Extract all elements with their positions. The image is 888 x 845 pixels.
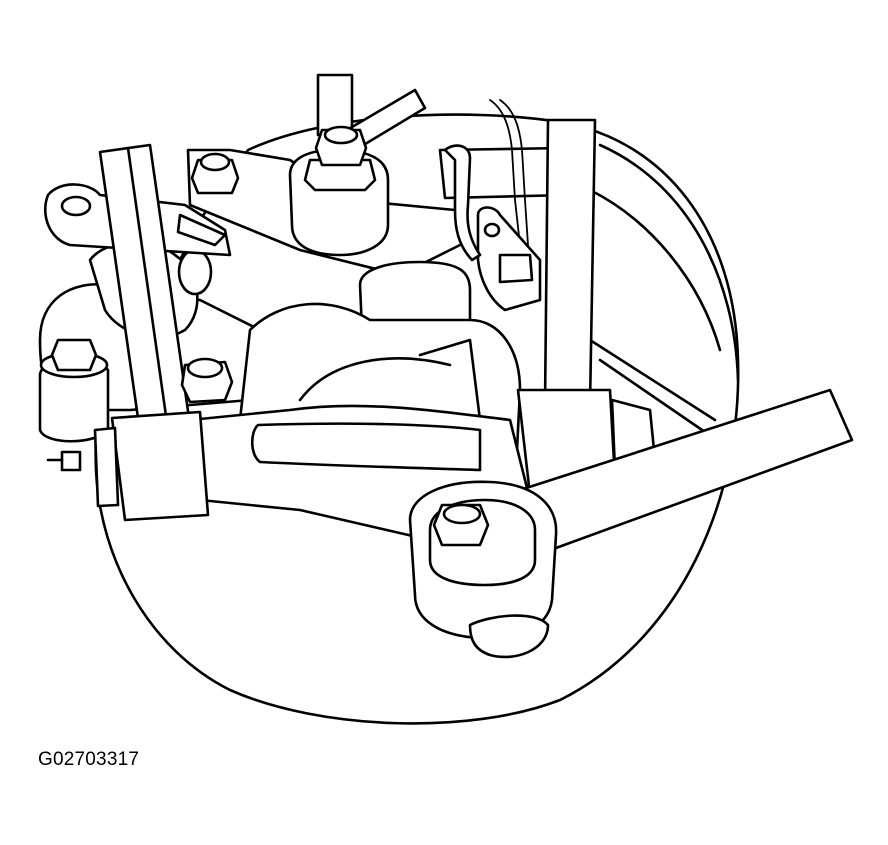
stabilizer-link-right — [545, 120, 595, 416]
upper-ball-joint — [290, 127, 388, 255]
left-bushing-bolt — [40, 340, 108, 470]
knuckle-bolt — [182, 359, 232, 402]
frame-rail — [590, 340, 715, 432]
upper-mount-bolt — [192, 154, 238, 193]
lower-ball-joint — [410, 482, 556, 657]
figure-code: G02703317 — [38, 749, 140, 770]
abs-sensor — [445, 100, 540, 310]
